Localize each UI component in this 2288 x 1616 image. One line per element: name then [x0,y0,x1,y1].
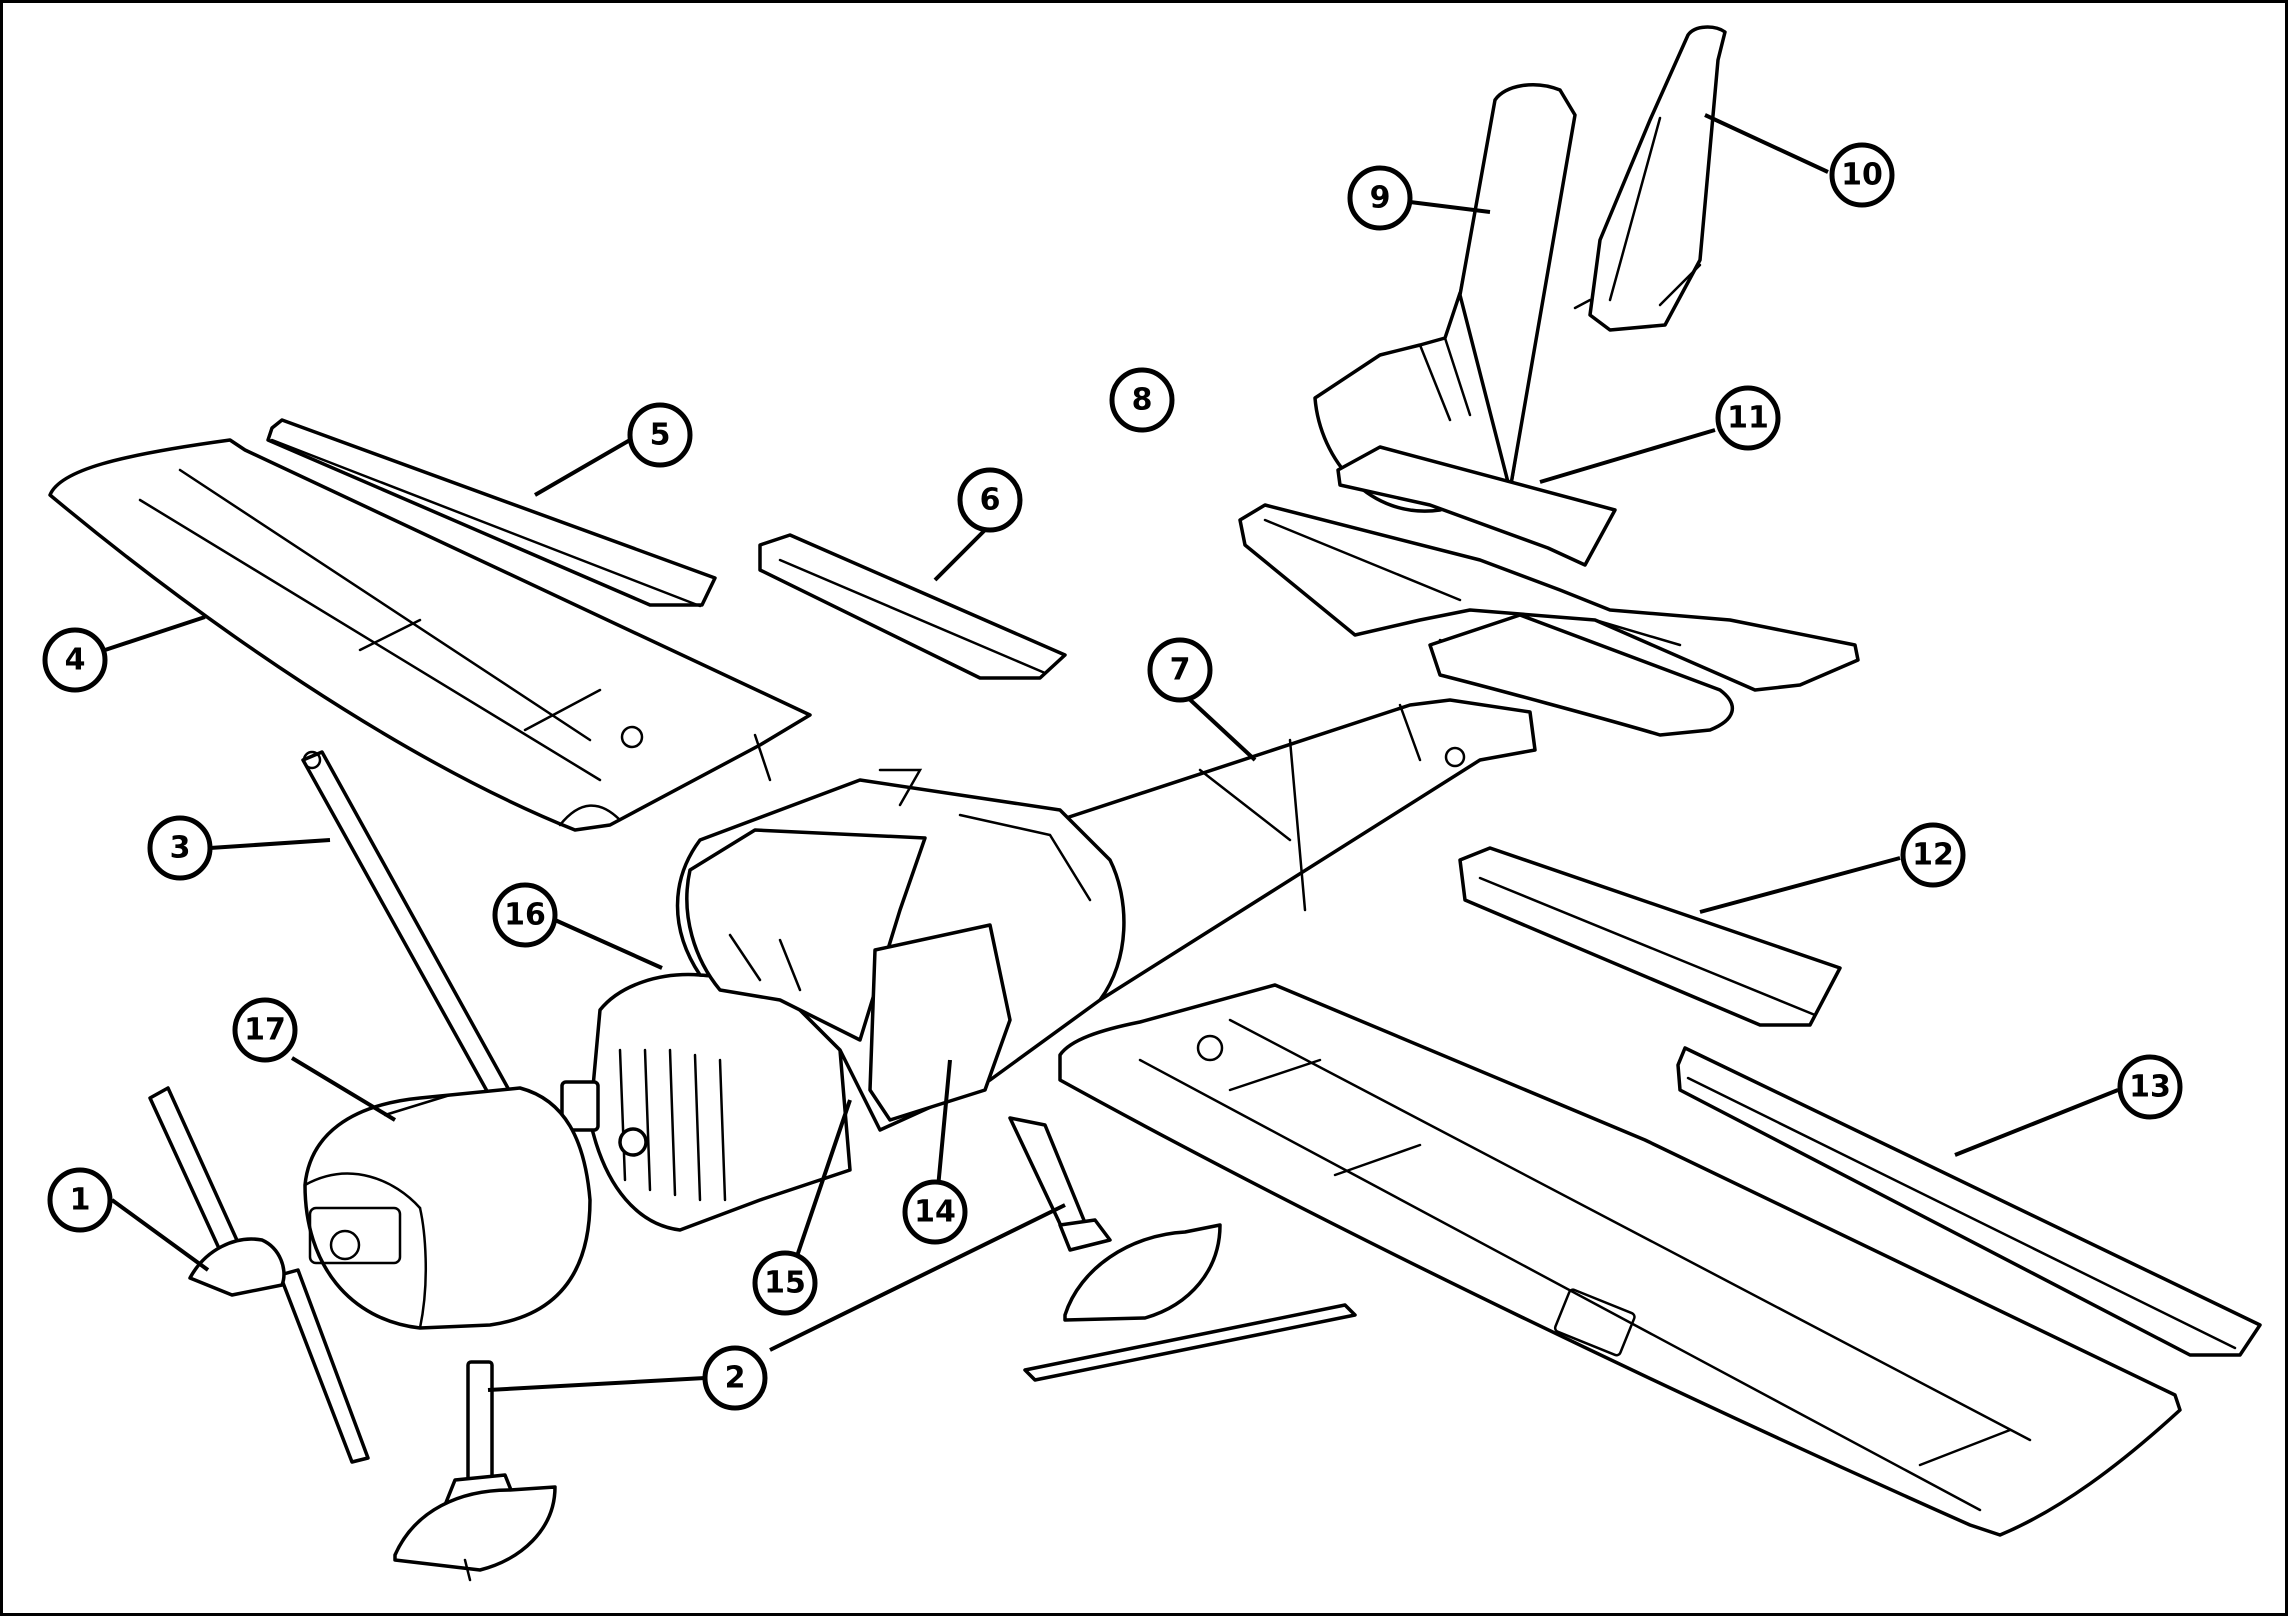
callout-circle [232,997,298,1063]
callout-1: 1 [47,1167,113,1233]
callout-circle [42,627,108,693]
leader-6 [933,528,987,582]
callout-15: 15 [752,1250,818,1316]
leader-5 [533,438,632,497]
callout-label: 12 [1912,838,1954,873]
leader-lines [104,113,2119,1392]
fuselage [560,698,1537,1232]
callout-9: 9 [1347,165,1413,231]
callout-label: 6 [980,483,1001,518]
callout-label: 14 [914,1195,956,1230]
callout-6: 6 [957,467,1023,533]
callout-circle [902,1179,968,1245]
engine-cowling [303,1086,592,1330]
callout-circle [1829,142,1895,208]
callout-label: 1 [70,1183,91,1218]
callout-label: 8 [1132,383,1153,418]
callout-16: 16 [492,882,558,948]
leader-15 [793,1099,852,1263]
callout-2: 2 [702,1345,768,1411]
callout-14: 14 [902,1179,968,1245]
callout-label: 4 [65,643,86,678]
left-wing [48,438,812,832]
callout-label: 7 [1170,653,1191,688]
callout-circle [1109,367,1175,433]
callout-8: 8 [1109,367,1175,433]
callout-5: 5 [627,402,693,468]
callout-label: 16 [504,898,546,933]
leader-13 [1954,1088,2119,1157]
callout-circle [1715,385,1781,451]
leader-9 [1409,200,1491,214]
elevator [1336,445,1617,567]
leader-16 [554,918,663,970]
callout-circle [47,1167,113,1233]
left-flap [758,533,1067,680]
leader-11 [1539,428,1716,484]
callout-circle [1347,165,1413,231]
leader-10 [1704,113,1829,174]
callout-3: 3 [147,815,213,881]
callout-circle [957,467,1023,533]
leader-2-left [487,1376,706,1392]
callout-circle [1900,822,1966,888]
callout-label: 11 [1727,401,1769,436]
callout-label: 13 [2129,1070,2171,1105]
leader-12 [1699,856,1901,914]
callout-circle [752,1250,818,1316]
nose-gear [393,1360,557,1582]
callout-11: 11 [1715,385,1781,451]
right-flap [1458,846,1842,1027]
callout-12: 12 [1900,822,1966,888]
callout-7: 7 [1147,637,1213,703]
callout-17: 17 [232,997,298,1063]
callout-13: 13 [2117,1054,2183,1120]
callout-circle [1147,637,1213,703]
callout-label: 5 [650,418,671,453]
horizontal-stabilizer [1238,503,1860,737]
callout-circle [492,882,558,948]
leader-17 [290,1056,397,1122]
leader-2-right [769,1203,1066,1352]
callout-circle [702,1345,768,1411]
callout-circle [147,815,213,881]
leader-1 [110,1198,210,1272]
left-aileron [266,418,717,608]
callout-label: 3 [170,831,191,866]
leader-14 [936,1059,952,1189]
callout-circle [2117,1054,2183,1120]
leader-3 [209,838,331,850]
leader-4 [104,615,206,652]
callout-label: 2 [725,1361,746,1396]
callout-4: 4 [42,627,108,693]
callout-label: 9 [1370,181,1391,216]
callout-circle [627,402,693,468]
callout-label: 15 [764,1266,806,1301]
callout-label: 17 [244,1013,286,1048]
right-aileron [1676,1046,2262,1357]
leader-7 [1183,693,1257,762]
rudder [1573,25,1727,332]
propeller [148,1086,370,1464]
main-gear [1008,1116,1357,1382]
callout-label: 10 [1841,158,1883,193]
right-wing [1058,983,2182,1537]
callout-10: 10 [1829,142,1895,208]
